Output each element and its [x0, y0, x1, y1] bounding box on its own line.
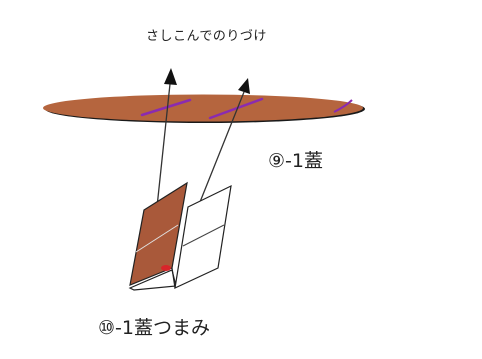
insert-arrow-left — [156, 68, 177, 208]
knob-label: ⑩-1蓋つまみ — [98, 317, 210, 339]
lid-knob-piece — [128, 181, 232, 291]
insert-arrow-right — [193, 78, 250, 218]
instruction-label: さしこんでのりづけ — [146, 29, 267, 44]
lid-slot-left — [140, 98, 192, 117]
lid-edge-mark — [333, 99, 353, 113]
lid-disc — [43, 94, 365, 123]
knob-right-tab — [174, 184, 232, 290]
lid-slot-right — [208, 97, 264, 120]
lid-label: ⑨-1蓋 — [268, 150, 323, 172]
glue-mark — [161, 265, 171, 271]
